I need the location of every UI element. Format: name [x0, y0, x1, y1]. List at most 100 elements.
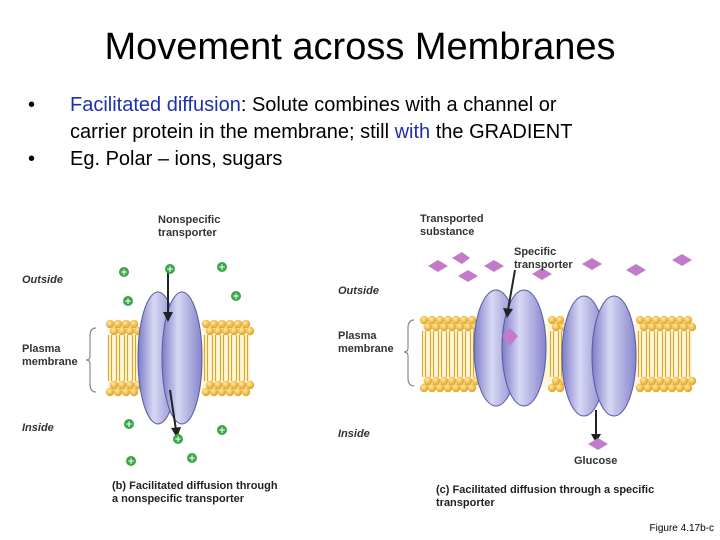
lipid-head: [459, 383, 469, 393]
slide-title: Movement across Membranes: [104, 26, 616, 68]
lipid-head: [679, 376, 689, 386]
lipid-head: [443, 383, 453, 393]
lipid-head: [125, 326, 135, 336]
lipid-head: [233, 387, 243, 397]
lipid-head: [225, 319, 235, 329]
arrow-head: [591, 434, 601, 443]
arrow-head: [163, 312, 173, 322]
lipid-head: [551, 322, 561, 332]
bullet-dot: •: [28, 94, 36, 116]
lipid-head: [229, 380, 239, 390]
lipid-head: [113, 387, 123, 397]
caption-left: (b) Facilitated diffusion through a nons…: [112, 480, 278, 506]
lipid-head: [647, 322, 657, 332]
bullet-item: • Eg. Polar – ions, sugars: [28, 146, 708, 173]
lipid-head: [455, 322, 465, 332]
lipid-head: [221, 326, 231, 336]
svg-text:+: +: [232, 292, 240, 302]
lipid-head: [117, 380, 127, 390]
lipid-head: [105, 319, 115, 329]
lipid-head: [643, 383, 653, 393]
lipid-head: [467, 315, 477, 325]
label-transported-substance: Transported substance: [420, 213, 484, 239]
label-glucose: Glucose: [574, 455, 618, 467]
lipid-head: [651, 383, 661, 393]
lipid-head: [229, 326, 239, 336]
lipid-head: [675, 383, 685, 393]
membrane-figure: + + + + + + + + + +: [0, 200, 720, 540]
lipid-head: [547, 383, 557, 393]
lipid-head: [431, 322, 441, 332]
lipid-head: [455, 376, 465, 386]
lipid-head: [117, 326, 127, 336]
lipid-head: [659, 315, 669, 325]
lipid-head: [435, 315, 445, 325]
lipid-head: [687, 322, 697, 332]
lipid-head: [439, 322, 449, 332]
lipid-head: [655, 322, 665, 332]
lipid-head: [671, 376, 681, 386]
label-text: Transported: [420, 213, 484, 225]
lipid-head: [419, 315, 429, 325]
glucose-molecules: [428, 252, 692, 450]
lipid-head: [209, 387, 219, 397]
lipid-head: [663, 322, 673, 332]
lipid-head: [427, 315, 437, 325]
lipid-head: [423, 376, 433, 386]
lipid-head: [121, 387, 131, 397]
svg-text:+: +: [166, 265, 174, 275]
lipid-head: [201, 319, 211, 329]
plasma-membrane-right: [419, 315, 697, 393]
label-text: Plasma: [338, 330, 377, 342]
svg-text:+: +: [120, 268, 128, 278]
lipid-head: [201, 387, 211, 397]
svg-text:+: +: [174, 435, 182, 445]
lipid-head: [245, 326, 255, 336]
lipid-head: [451, 315, 461, 325]
svg-text:+: +: [218, 263, 226, 273]
brace-right: [403, 319, 415, 387]
label-nonspecific-transporter: Nonspecific transporter: [158, 214, 220, 240]
svg-text:+: +: [127, 457, 135, 467]
label-text: substance: [420, 226, 475, 238]
lipid-head: [129, 319, 139, 329]
lipid-head: [463, 322, 473, 332]
lipid-head: [555, 315, 565, 325]
lipid-head: [129, 387, 139, 397]
lipid-head: [451, 383, 461, 393]
lipid-head: [241, 319, 251, 329]
lipid-head: [431, 376, 441, 386]
lipid-head: [439, 376, 449, 386]
lipid-head: [655, 376, 665, 386]
specific-transporter-open: [473, 289, 547, 407]
bullet-emphasis: with: [394, 121, 431, 143]
lipid-head: [635, 383, 645, 393]
lipid-head: [213, 326, 223, 336]
label-text: Nonspecific: [158, 214, 221, 226]
lipid-head: [683, 315, 693, 325]
brace-left: [85, 327, 97, 393]
lipid-head: [241, 387, 251, 397]
lipid-head: [667, 315, 677, 325]
lipid-head: [225, 387, 235, 397]
lipid-head: [205, 380, 215, 390]
svg-text:+: +: [188, 454, 196, 464]
ions: + + + + + + + + + +: [119, 262, 241, 467]
lipid-head: [687, 376, 697, 386]
label-inside-right: Inside: [338, 428, 370, 440]
lipid-head: [643, 315, 653, 325]
lipid-head: [233, 319, 243, 329]
lipid-head: [427, 383, 437, 393]
lipid-head: [459, 315, 469, 325]
lipid-head: [463, 376, 473, 386]
bullet-dot: •: [28, 148, 36, 170]
lipid-head: [423, 322, 433, 332]
membrane-diagram: + + + + + + + + + +: [85, 252, 697, 467]
caption-right: (c) Facilitated diffusion through a spec…: [436, 484, 654, 510]
lipid-head: [125, 380, 135, 390]
lipid-head: [663, 376, 673, 386]
lipid-head: [113, 319, 123, 329]
lipid-head: [205, 326, 215, 336]
lipid-head: [237, 326, 247, 336]
label-outside-left: Outside: [22, 274, 63, 286]
